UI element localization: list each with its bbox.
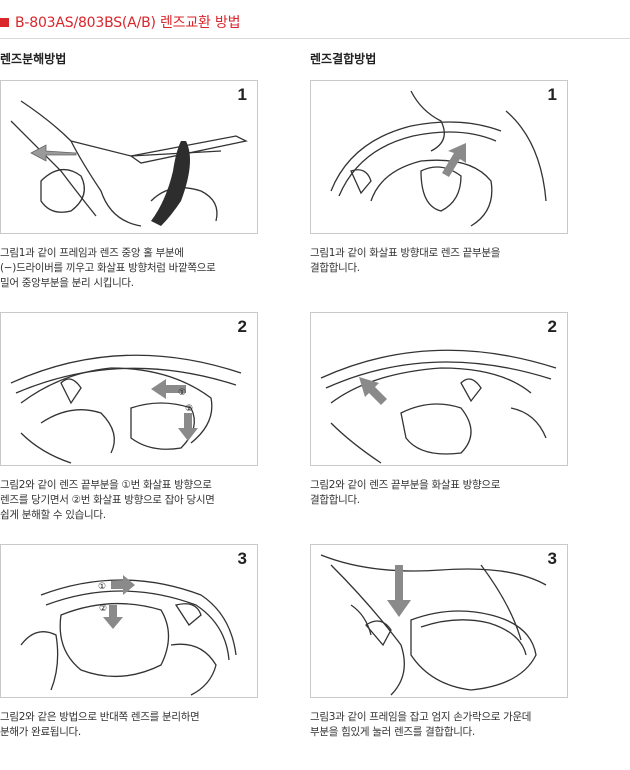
step-number: 3: [237, 549, 247, 568]
disassembly-section: 렌즈분해방법 1 그림1과 같이 프레임과 렌즈 중앙 홀 부분에 (−)드라이…: [0, 50, 260, 738]
assembly-heading: 렌즈결합방법: [310, 52, 377, 66]
step-caption: 그림1과 같이 화살표 방향대로 렌즈 끝부분을 결합합니다.: [310, 247, 501, 274]
title-bullet-icon: [0, 17, 9, 27]
step-caption: 그림2와 같이 렌즈 끝부분을 화살표 방향으로 결합합니다.: [310, 479, 501, 506]
illustration-panel: ① ② 2: [0, 312, 258, 466]
step-number: 1: [547, 85, 557, 104]
step-number: 2: [237, 317, 247, 336]
lens-pull-illustration: ① ②: [10, 354, 242, 464]
header-divider: [0, 38, 630, 39]
assembly-step-1: 1 그림1과 같이 화살표 방향대로 렌즈 끝부분을 결합합니다.: [310, 80, 568, 276]
step-number: 1: [237, 85, 247, 104]
illustration-panel: 3: [310, 544, 568, 698]
thumb-press-illustration: [320, 554, 547, 696]
step-caption: 그림1과 같이 프레임과 렌즈 중앙 홀 부분에 (−)드라이버를 끼우고 화살…: [0, 247, 216, 289]
page-header: B-803AS/803BS(A/B) 렌즈교환 방법: [0, 12, 241, 32]
illustration-panel: 1: [310, 80, 568, 234]
marker-2: ②: [99, 604, 107, 614]
lens-tip-attach-illustration: [320, 349, 557, 464]
illustration-panel: ① ② 3: [0, 544, 258, 698]
disassembly-heading: 렌즈분해방법: [0, 52, 67, 66]
disassembly-step-2: ① ② 2 그림2와 같이 렌즈 끝부분을 ①번 화살표 방향으로 렌즈를 당기…: [0, 312, 258, 523]
illustration-panel: 1: [0, 80, 258, 234]
page-title: B-803AS/803BS(A/B) 렌즈교환 방법: [15, 15, 241, 31]
step-caption: 그림2와 같이 렌즈 끝부분을 ①번 화살표 방향으로 렌즈를 당기면서 ②번 …: [0, 479, 215, 521]
step-caption: 그림2와 같은 방법으로 반대쪽 렌즈를 분리하면 분해가 완료됩니다.: [0, 711, 200, 738]
lens-remove-illustration: ① ②: [20, 575, 237, 696]
lens-insert-illustration: [330, 90, 547, 227]
assembly-section: 렌즈결합방법 1 그림1과 같이 화살표 방향대로 렌즈 끝부분을 결합합니다.: [310, 50, 570, 738]
marker-2: ②: [185, 404, 193, 414]
marker-1: ①: [98, 582, 106, 592]
screwdriver-illustration: [10, 100, 248, 227]
assembly-step-2: 2 그림2와 같이 렌즈 끝부분을 화살표 방향으로 결합합니다.: [310, 312, 568, 508]
disassembly-step-3: ① ② 3 그림2와 같은 방법으로 반대쪽 렌즈를 분리하면 분해가 완료됩니…: [0, 544, 258, 740]
assembly-step-3: 3 그림3과 같이 프레임을 잡고 엄지 손가락으로 가운데 부분을 힘있게 눌…: [310, 544, 568, 740]
marker-1: ①: [178, 388, 186, 398]
illustration-panel: 2: [310, 312, 568, 466]
step-number: 3: [547, 549, 557, 568]
step-caption: 그림3과 같이 프레임을 잡고 엄지 손가락으로 가운데 부분을 힘있게 눌러 …: [310, 711, 532, 738]
disassembly-step-1: 1 그림1과 같이 프레임과 렌즈 중앙 홀 부분에 (−)드라이버를 끼우고 …: [0, 80, 258, 291]
step-number: 2: [547, 317, 557, 336]
